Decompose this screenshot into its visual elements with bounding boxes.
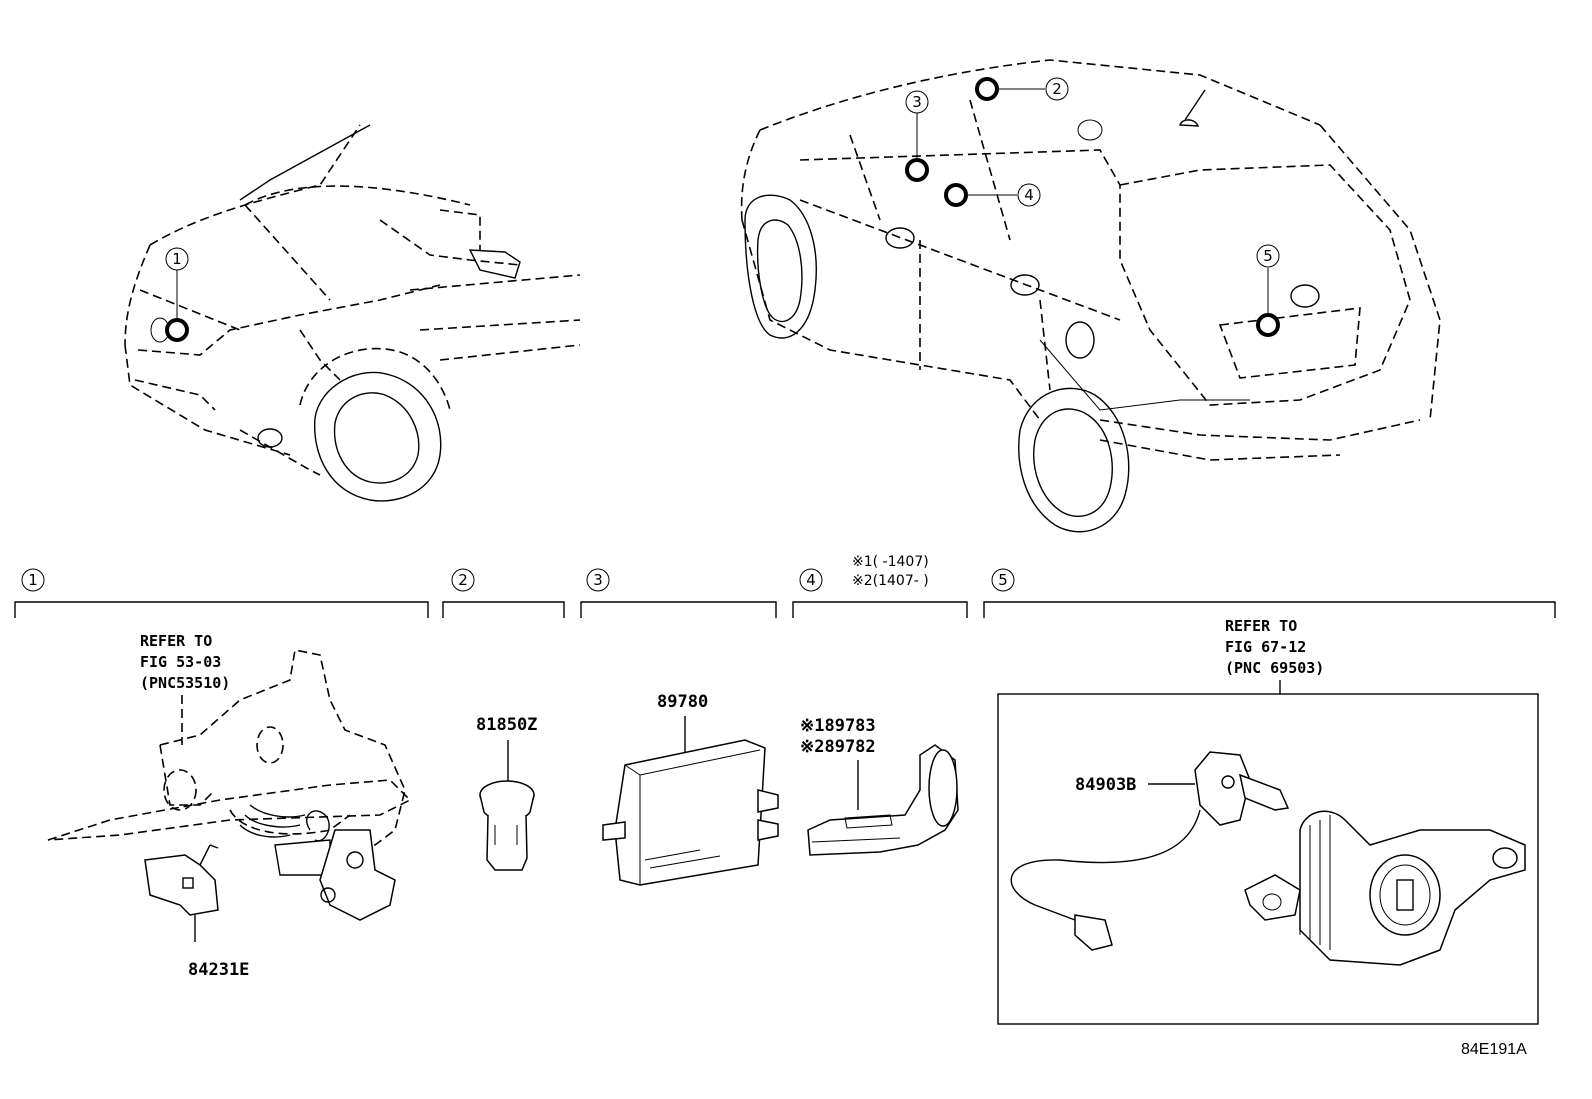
section-1-parts: REFER TO FIG 53-03 (PNC53510) 84231E: [47, 632, 412, 980]
section-5-refer-line-2: FIG 67-12: [1225, 638, 1306, 656]
rear-car-illustration: [740, 59, 1441, 533]
section-1-part-label: 84231E: [188, 960, 249, 980]
section-5-frame: [997, 693, 1539, 1025]
section-1-refer-line-2: FIG 53-03: [140, 653, 221, 671]
marker-dot-4: [944, 183, 968, 207]
section-5-part-label: 84903B: [1075, 775, 1136, 795]
section-5-refer-line-3: (PNC 69503): [1225, 659, 1324, 677]
callout-markers: 1 2 3 4 5: [165, 77, 1280, 342]
section-3-number: 3: [593, 571, 603, 589]
marker-dot-5: [1256, 313, 1280, 337]
section-1-refer-line-1: REFER TO: [140, 632, 212, 650]
section-1-refer-line-3: (PNC53510): [140, 674, 230, 692]
section-2-parts: 81850Z: [476, 715, 537, 871]
marker-dot-3: [905, 158, 929, 182]
marker-dot-1: [165, 318, 189, 342]
callout-2: 2: [1052, 80, 1062, 98]
section-2-number: 2: [458, 571, 468, 589]
section-5-refer-line-1: REFER TO: [1225, 617, 1297, 635]
callout-4: 4: [1024, 186, 1034, 204]
callout-1: 1: [172, 250, 182, 268]
callout-3: 3: [912, 93, 922, 111]
section-4-part-label-1: ※189783: [800, 716, 876, 736]
section-5-parts: REFER TO FIG 67-12 (PNC 69503) 84903B: [997, 617, 1539, 1025]
section-4-parts: ※1( -1407) ※2(1407- ) ※189783 ※289782: [800, 554, 959, 856]
marker-dot-2: [975, 77, 999, 101]
section-3-parts: 89780: [602, 692, 779, 886]
section-5-number: 5: [998, 571, 1008, 589]
section-4-number: 4: [806, 571, 816, 589]
section-headers: 1 2 3 4 5: [14, 568, 1556, 618]
front-car-illustration: [124, 124, 581, 502]
section-4-part-label-2: ※289782: [800, 737, 876, 757]
section-1-number: 1: [28, 571, 38, 589]
section-4-note-1: ※1( -1407): [852, 554, 929, 570]
section-2-part-label: 81850Z: [476, 715, 537, 735]
figure-code: 84E191A: [1461, 1041, 1527, 1058]
section-4-note-2: ※2(1407- ): [852, 573, 929, 589]
section-3-part-label: 89780: [657, 692, 708, 712]
callout-5: 5: [1263, 247, 1273, 265]
